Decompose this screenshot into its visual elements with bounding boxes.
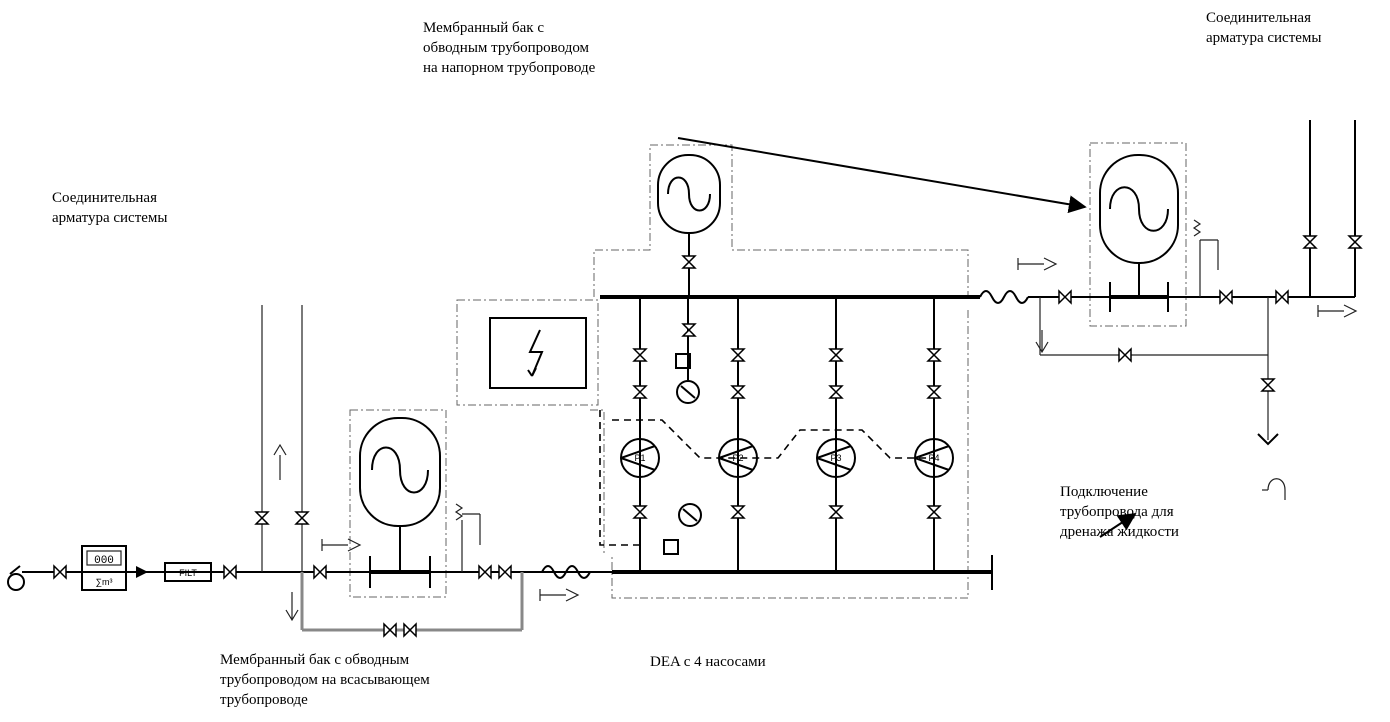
gate-valve-icon (681, 323, 697, 337)
dea-enclosure (456, 144, 969, 599)
drain-connection-icon (1257, 433, 1286, 500)
svg-text:P4: P4 (928, 453, 939, 463)
pump-discharge-valve-icon (730, 348, 746, 362)
discharge-pipe (1028, 120, 1356, 440)
pressure-switch-icon (675, 353, 691, 369)
top-tank-enclosure (1089, 142, 1187, 327)
pump-columns (639, 297, 935, 572)
svg-text:P1: P1 (634, 453, 645, 463)
discharge-compensator-icon (979, 290, 1029, 304)
suction-pressure-gauge-icon (678, 503, 702, 527)
gate-valve-icon (383, 622, 397, 638)
svg-text:P2: P2 (732, 453, 743, 463)
gate-valve-icon (313, 564, 327, 580)
pump-discharge-valve-icon (926, 348, 942, 362)
pump-check-valve-icon (632, 385, 648, 399)
pump-check-valve-icon (926, 385, 942, 399)
dea-membrane-tank-icon (657, 154, 721, 297)
pump-discharge-valve-icon (632, 348, 648, 362)
flow-arrows (273, 257, 1358, 622)
pump-valves (632, 348, 942, 519)
gate-valve-icon (1347, 235, 1363, 249)
pump-check-valve-icon (730, 385, 746, 399)
suction-relief-valve-icon (454, 503, 481, 572)
filter-icon: FILT (164, 562, 212, 582)
water-meter-icon: 000 ∑m³ (81, 545, 127, 591)
gate-valve-icon (498, 564, 512, 580)
check-valve-icon (136, 566, 148, 578)
pump-p1: P1 (620, 438, 660, 478)
gate-valve-icon (1260, 378, 1276, 392)
gate-valve-icon (1118, 347, 1132, 363)
gate-valve-icon (478, 564, 492, 580)
gate-valve-icon (254, 511, 270, 525)
pump-suction-valve-icon (926, 505, 942, 519)
pump-suction-valve-icon (632, 505, 648, 519)
suction-tank-label: Мембранный бак с обводным трубопроводом … (220, 652, 430, 708)
gate-valve-icon (53, 564, 67, 580)
top-right-fittings-label: Соединительная арматура системы (1206, 10, 1322, 46)
svg-text:P3: P3 (830, 453, 841, 463)
inlet-connection-icon (7, 565, 25, 591)
pump-suction-valve-icon (730, 505, 746, 519)
pump-p2: P2 (718, 438, 758, 478)
suction-membrane-tank-icon (359, 417, 441, 588)
dea-label: DEA с 4 насосами (650, 654, 766, 670)
pump-signal-line (612, 419, 934, 459)
pump-discharge-valve-icon (828, 348, 844, 362)
meter-digits: 000 (94, 555, 114, 567)
gate-valve-icon (681, 255, 697, 269)
pump-p4: P4 (914, 438, 954, 478)
valves (53, 235, 1363, 638)
discharge-membrane-tank-icon (1099, 154, 1179, 312)
meter-unit: ∑m³ (96, 577, 113, 587)
suction-tank-enclosure (349, 409, 447, 598)
gate-valve-icon (1302, 235, 1318, 249)
suction-pressure-switch-icon (663, 539, 679, 555)
left-fittings-label: Соединительная арматура системы (52, 190, 168, 226)
top-tank-pointer-arrow (677, 137, 1087, 214)
gate-valve-icon (403, 622, 417, 638)
gate-valve-icon (1058, 289, 1072, 305)
top-tank-label: Мембранный бак с обводным трубопроводом … (423, 20, 596, 76)
control-cabinet-icon (489, 317, 587, 389)
suction-compensator-icon (541, 565, 591, 579)
drain-pointer-arrow (1099, 513, 1137, 538)
pump-check-valve-icon (828, 385, 844, 399)
pump-suction-valve-icon (828, 505, 844, 519)
svg-text:FILT: FILT (179, 568, 197, 578)
pressure-gauge-icon (676, 297, 700, 404)
gate-valve-icon (223, 564, 237, 580)
gate-valve-icon (1275, 289, 1289, 305)
gate-valve-icon (1219, 289, 1233, 305)
gate-valve-icon (294, 511, 310, 525)
pump-p3: P3 (816, 438, 856, 478)
discharge-relief-valve-icon (1192, 219, 1219, 297)
drain-connection-label: Подключение трубопровода для дренажа жид… (1060, 484, 1179, 540)
